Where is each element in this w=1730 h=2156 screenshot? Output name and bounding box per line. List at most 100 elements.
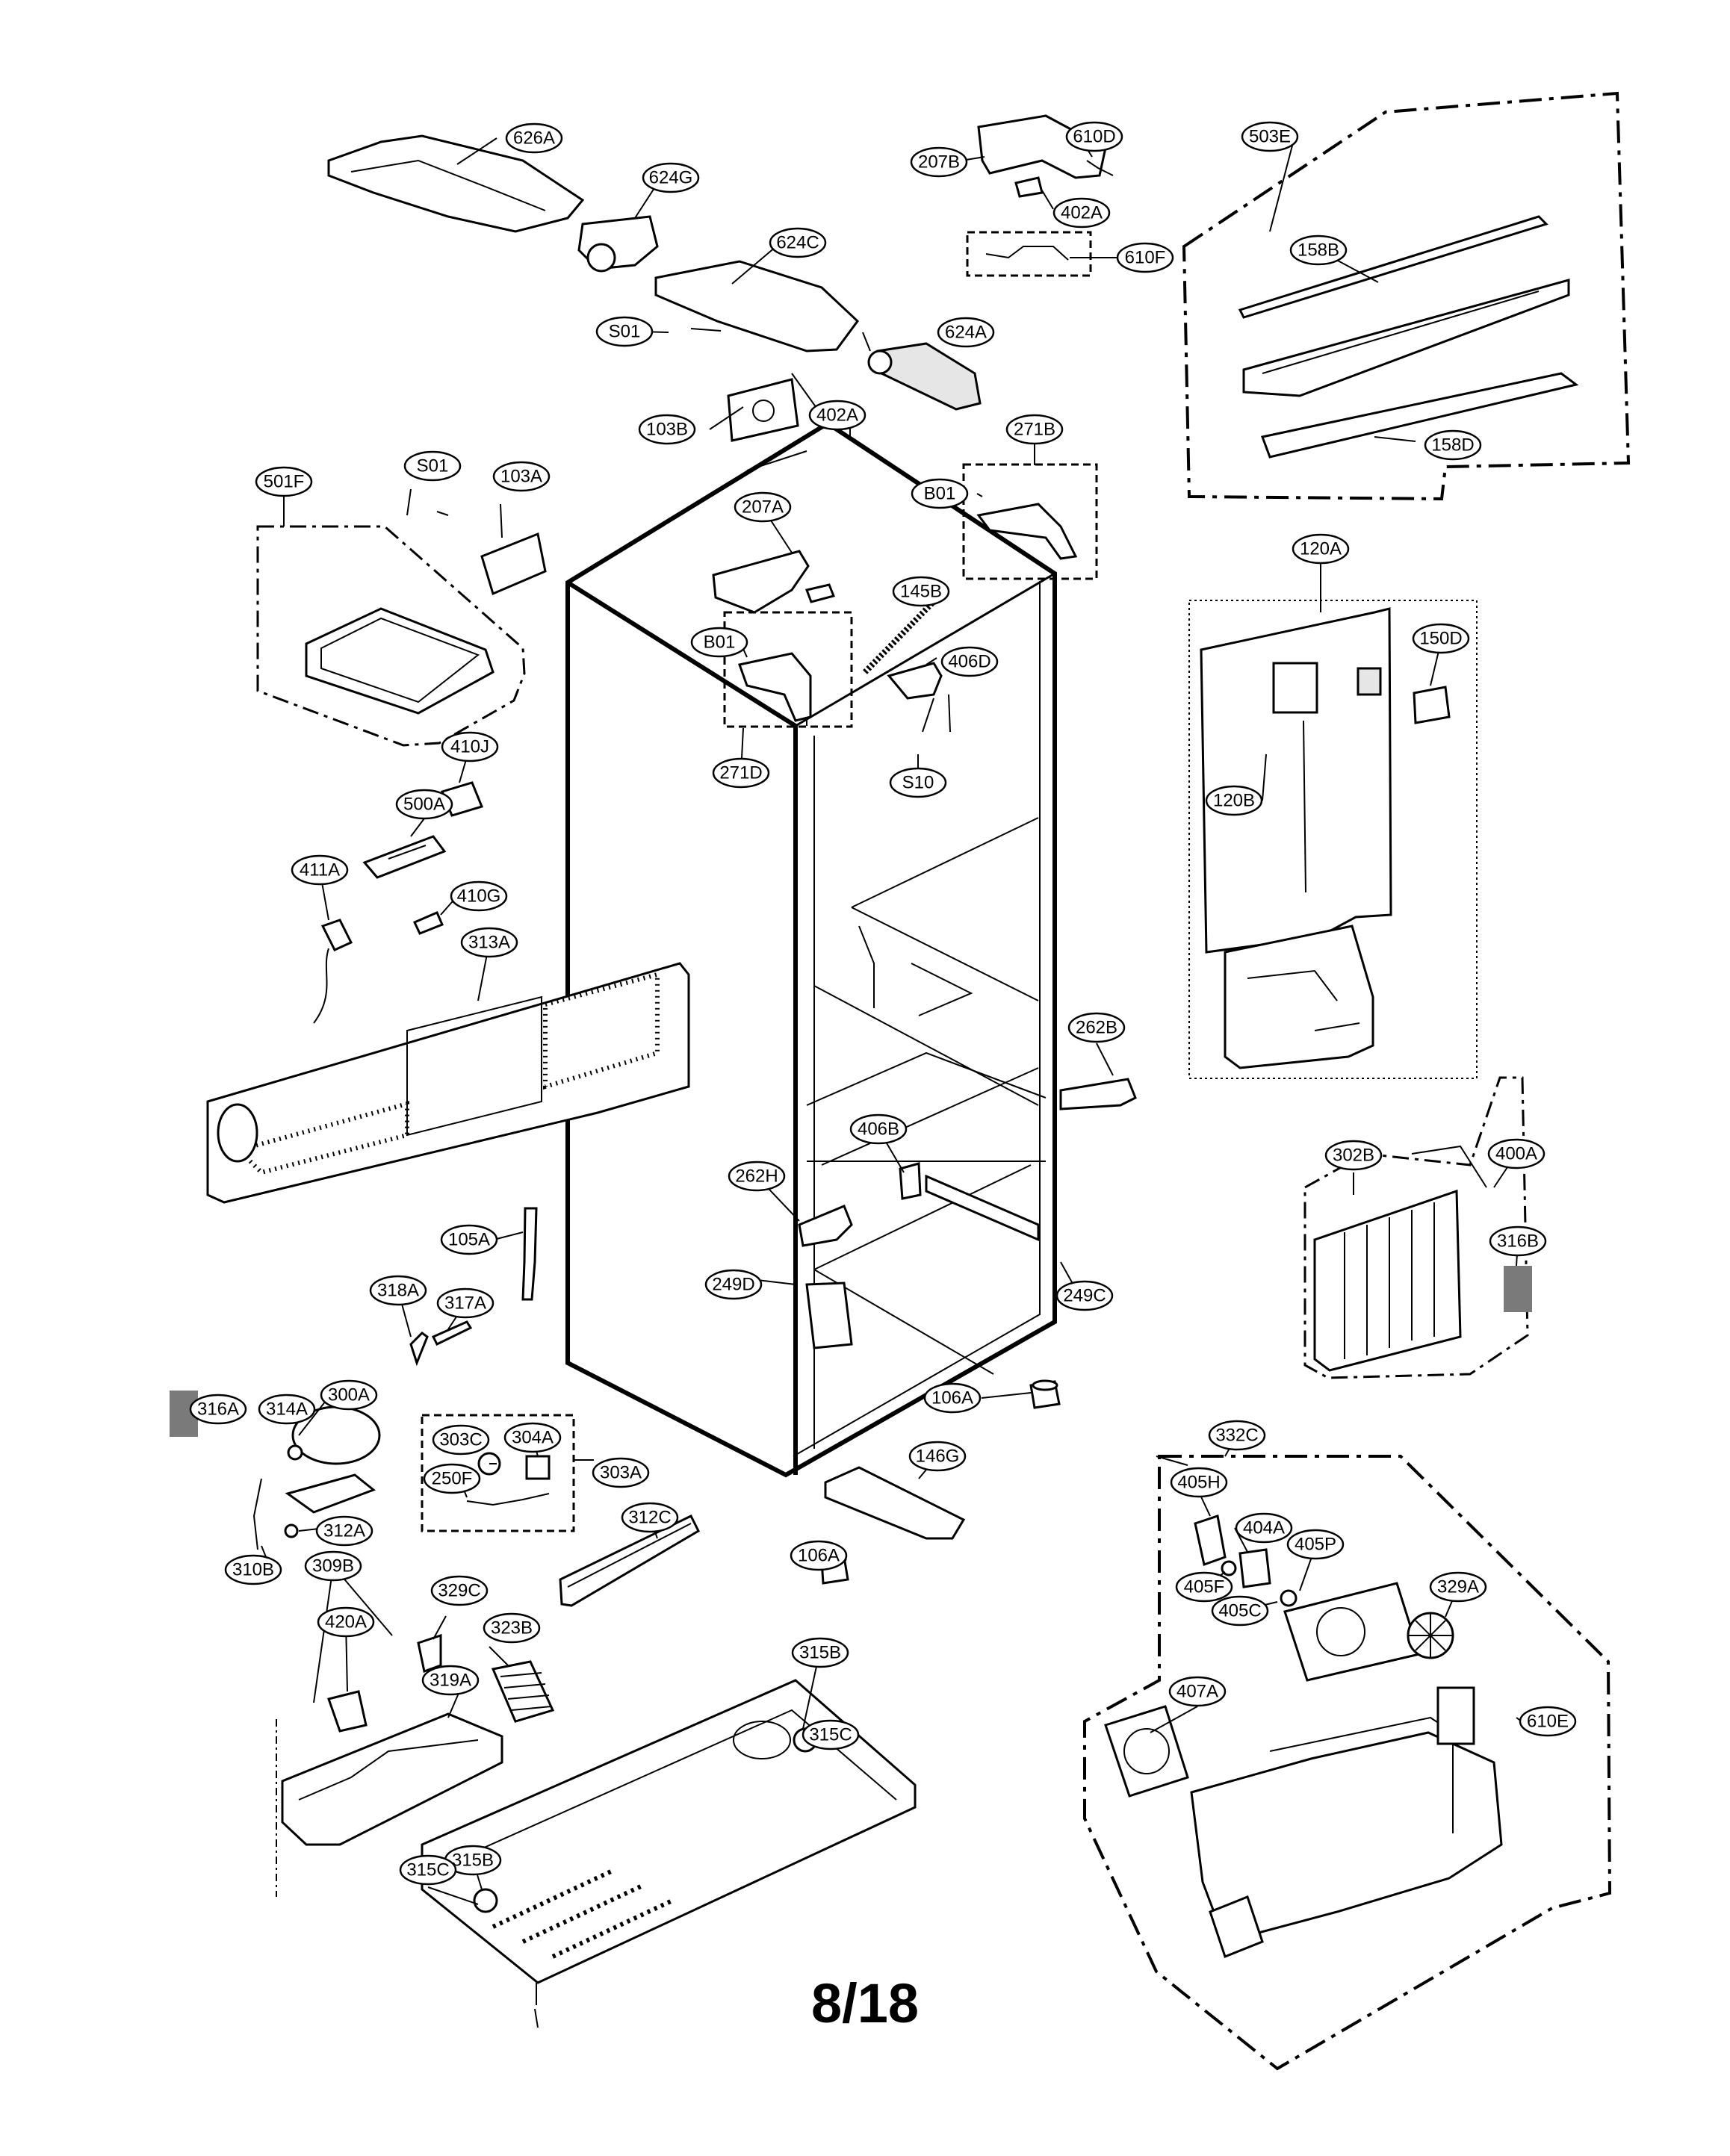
- callout-316A: 316A: [189, 1394, 247, 1425]
- callout-labels: 626A624G624C624AS01103B207B610D402A610F5…: [189, 121, 1577, 1886]
- part-103A: [480, 532, 547, 596]
- callout-text: 158D: [1431, 435, 1474, 456]
- callout-bubble: [315, 1515, 373, 1547]
- callout-text: 249C: [1063, 1286, 1106, 1306]
- callout-120B: 120B: [1205, 785, 1263, 816]
- callout-text: 146G: [916, 1447, 960, 1467]
- callout-317A: 317A: [436, 1287, 494, 1319]
- callout-text: 312C: [628, 1508, 671, 1528]
- callout-bubble: [395, 789, 453, 820]
- callout-bubble: [1487, 1138, 1545, 1169]
- callout-610E: 610E: [1519, 1706, 1577, 1737]
- callout-text: 310B: [232, 1560, 274, 1580]
- callout-bubble: [1067, 1012, 1126, 1043]
- part-402A: [804, 583, 836, 603]
- left-upper-parts: [305, 373, 828, 1024]
- callout-312A: 312A: [315, 1515, 373, 1547]
- callout-text: 624G: [649, 168, 693, 188]
- callout-309B: 309B: [304, 1550, 362, 1582]
- callout-bubble: [441, 731, 499, 762]
- callout-text: 405F: [1184, 1577, 1225, 1597]
- callout-bubble: [1424, 429, 1482, 461]
- callout-text: 249D: [712, 1275, 754, 1295]
- callout-302B: 302B: [1324, 1140, 1383, 1171]
- callout-bubble: [923, 1382, 982, 1414]
- callout-bubble: [1205, 785, 1263, 816]
- part-hinge-271D: [738, 652, 812, 722]
- callout-bubble: [937, 317, 995, 348]
- callout-text: 250F: [432, 1469, 473, 1489]
- callout-text: 610D: [1073, 127, 1115, 147]
- callout-315B: 315B: [791, 1637, 849, 1668]
- callout-bubble: [790, 1540, 848, 1571]
- callout-text: 271B: [1014, 420, 1055, 440]
- part-304A: [525, 1455, 551, 1480]
- callout-bubble: [258, 1394, 316, 1425]
- callout-bubble: [399, 1854, 457, 1886]
- callout-text: 303C: [439, 1430, 482, 1450]
- callout-bubble: [317, 1606, 375, 1638]
- part-500A: [362, 835, 447, 879]
- callout-120A: 120A: [1292, 533, 1350, 565]
- callout-text: 400A: [1495, 1144, 1537, 1164]
- callout-S01: S01: [403, 450, 462, 482]
- top-parts: [327, 114, 1114, 471]
- callout-text: B01: [924, 484, 956, 504]
- callout-329C: 329C: [430, 1575, 489, 1606]
- callout-text: 315B: [799, 1643, 841, 1663]
- callout-262H: 262H: [728, 1161, 786, 1192]
- callout-bubble: [1168, 1676, 1227, 1707]
- callout-text: 610E: [1527, 1712, 1569, 1732]
- callout-624A: 624A: [937, 317, 995, 348]
- callout-bubble: [1292, 533, 1350, 565]
- callout-318A: 318A: [369, 1275, 427, 1306]
- callout-304A: 304A: [503, 1422, 562, 1453]
- callout-271B: 271B: [1005, 414, 1064, 445]
- callout-105A: 105A: [440, 1224, 498, 1255]
- callout-bubble: [712, 757, 770, 789]
- part-146G: [824, 1466, 966, 1540]
- callout-text: 314A: [266, 1399, 308, 1420]
- callout-text: 304A: [512, 1428, 554, 1448]
- callout-bubble: [690, 627, 748, 658]
- callout-bubble: [440, 1224, 498, 1255]
- callout-text: S01: [609, 322, 641, 342]
- callout-503E: 503E: [1241, 121, 1299, 152]
- callout-text: 501F: [264, 472, 305, 492]
- part-610D: [1086, 160, 1114, 176]
- group-box-332C: [1083, 1455, 1612, 2071]
- part-313A: [206, 962, 690, 1204]
- part-407A: [1104, 1705, 1189, 1798]
- callout-bubble: [1175, 1571, 1233, 1603]
- assembly-332C: [1104, 1515, 1546, 1958]
- callout-158B: 158B: [1289, 234, 1348, 266]
- callout-bubble: [436, 1287, 494, 1319]
- group-box-271B: [962, 463, 1098, 580]
- callout-bubble: [505, 122, 563, 154]
- part-103B: [727, 378, 799, 442]
- callout-text: B01: [704, 633, 736, 653]
- callout-315B: 315B: [444, 1845, 502, 1876]
- callout-B01: B01: [690, 627, 748, 658]
- callout-text: 402A: [1061, 203, 1103, 223]
- callout-271D: 271D: [712, 757, 770, 789]
- callout-text: 106A: [798, 1546, 840, 1566]
- part-150D: [1413, 686, 1451, 724]
- part-120A-panel: [1200, 607, 1392, 954]
- callout-text: 312A: [323, 1521, 365, 1541]
- callout-text: 420A: [325, 1612, 367, 1632]
- callout-text: 316A: [197, 1399, 239, 1420]
- callout-405P: 405P: [1286, 1529, 1345, 1560]
- callout-text: 262B: [1076, 1018, 1117, 1038]
- callout-bubble: [734, 491, 792, 523]
- callout-bubble: [403, 450, 462, 482]
- callout-106A: 106A: [790, 1540, 848, 1571]
- part-315B-left: [473, 1888, 498, 1913]
- callout-145B: 145B: [892, 576, 950, 607]
- callout-bubble: [369, 1275, 427, 1306]
- callout-text: 318A: [377, 1281, 419, 1301]
- callout-313A: 313A: [460, 927, 518, 958]
- part-262B: [1059, 1078, 1137, 1110]
- callout-bubble: [791, 1637, 849, 1668]
- callout-405C: 405C: [1211, 1595, 1269, 1627]
